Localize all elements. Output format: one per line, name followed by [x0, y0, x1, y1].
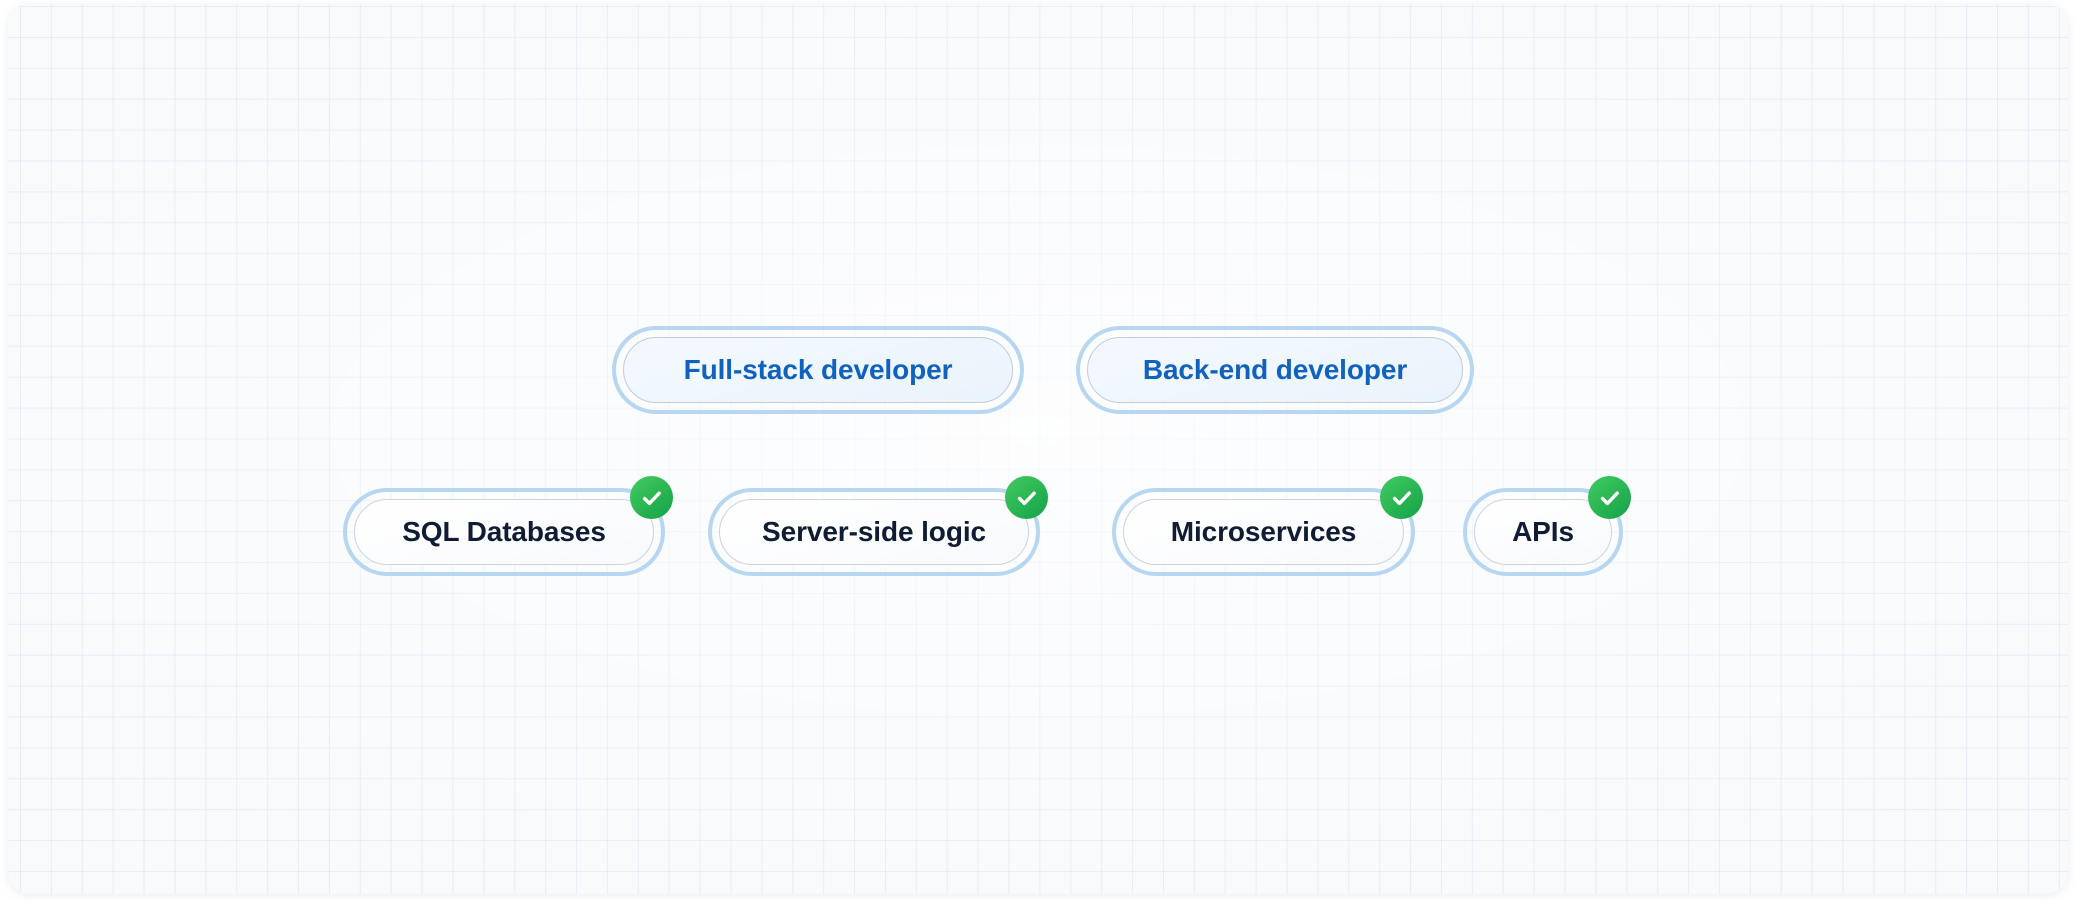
node-label: Full-stack developer [683, 354, 953, 385]
node-label: Server-side logic [762, 516, 986, 547]
node-halo-ring [1112, 488, 1415, 576]
node-halo-ring [612, 326, 1024, 414]
skill-node-microservices[interactable]: Microservices [1112, 476, 1423, 576]
node-halo-ring [1076, 326, 1474, 414]
role-node-full-stack-developer[interactable]: Full-stack developer [612, 326, 1024, 414]
node-body: APIs [1474, 499, 1612, 565]
node-body: Server-side logic [719, 499, 1029, 565]
role-node-back-end-developer[interactable]: Back-end developer [1076, 326, 1474, 414]
node-label: SQL Databases [402, 516, 606, 547]
node-body: SQL Databases [354, 499, 654, 565]
roadmap-canvas[interactable]: Full-stack developer Back-end developer … [8, 4, 2068, 894]
node-body: Back-end developer [1087, 337, 1463, 403]
skill-node-apis[interactable]: APIs [1463, 476, 1631, 576]
node-label: APIs [1512, 516, 1574, 547]
node-label: Microservices [1170, 516, 1357, 547]
node-body: Microservices [1123, 499, 1404, 565]
node-halo-ring [1463, 488, 1623, 576]
check-icon[interactable] [1380, 476, 1423, 519]
node-body: Full-stack developer [623, 337, 1013, 403]
check-icon[interactable] [630, 476, 673, 519]
node-label: Back-end developer [1142, 354, 1408, 385]
node-halo-ring [343, 488, 665, 576]
check-icon[interactable] [1005, 476, 1048, 519]
roadmap-graph: Full-stack developer Back-end developer … [8, 4, 2068, 894]
node-halo-ring [708, 488, 1040, 576]
skill-node-server-side-logic[interactable]: Server-side logic [708, 476, 1048, 576]
check-icon[interactable] [1588, 476, 1631, 519]
skill-node-sql-databases[interactable]: SQL Databases [343, 476, 673, 576]
